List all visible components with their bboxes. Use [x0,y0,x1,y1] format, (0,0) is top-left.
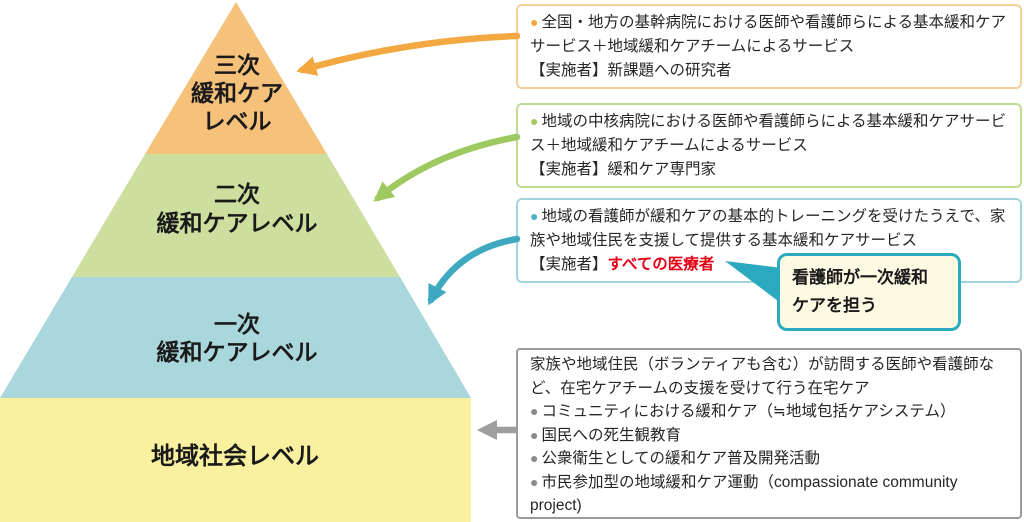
teal-bullet-icon: ● [530,208,539,224]
primary-note-text: 地域の看護師が緩和ケアの基本的トレーニングを受けたうえで、家族や地域住民を支援し… [530,208,1006,249]
secondary-note-box: ●地域の中核病院における医師や看護師らによる基本緩和ケアサービス＋地域緩和ケアチ… [516,103,1022,188]
pyramid-level-tertiary-shape [145,2,327,154]
tertiary-note-text: 全国・地方の基幹病院における医師や看護師らによる基本緩和ケアサービス＋地域緩和ケ… [530,14,1007,55]
nurse-role-callout: 看護師が一次緩和 ケアを担う [777,253,961,331]
pyramid-level-primary-shape [0,277,471,398]
implementer-label: 【実施者】 [530,62,608,79]
pyramid-level-tertiary-label: 三次 緩和ケア レベル [191,52,283,134]
community-note-lead: 家族や地域住民（ボランティアも含む）が訪問する医師や看護師など、在宅ケアチームの… [530,356,995,397]
green-bullet-icon: ● [530,113,539,129]
pyramid-level-community-label: 地域社会レベル [151,443,319,470]
tertiary-implementer: 新課題への研究者 [607,62,732,79]
tertiary-note-box: ●全国・地方の基幹病院における医師や看護師らによる基本緩和ケアサービス＋地域緩和… [516,4,1022,89]
secondary-note-text: 地域の中核病院における医師や看護師らによる基本緩和ケアサービス＋地域緩和ケアチー… [530,113,1007,154]
pyramid-level-secondary-label: 二次 緩和ケアレベル [156,181,318,236]
pyramid-level-primary-label: 一次 緩和ケアレベル [156,311,318,365]
orange-bullet-icon: ● [530,14,539,30]
gray-bullet-icon: ● [530,450,539,466]
community-note-item: ●国民への死生観教育 [530,426,681,444]
implementer-label: 【実施者】 [530,256,608,273]
gray-bullet-icon: ● [530,426,539,443]
pyramid-level-secondary-shape [72,154,400,277]
implementer-label: 【実施者】 [530,161,608,178]
community-note-box: 家族や地域住民（ボランティアも含む）が訪問する医師や看護師など、在宅ケアチームの… [516,348,1022,519]
community-note-item: ●公衆衛生としての緩和ケア普及開発活動 [530,450,821,467]
gray-bullet-icon: ● [530,473,539,490]
pyramid-level-community-shape [0,398,471,522]
community-note-item: ●コミュニティにおける緩和ケア（≒地域包括ケアシステム） [530,403,956,420]
gray-bullet-icon: ● [530,403,539,419]
secondary-implementer: 緩和ケア専門家 [607,161,717,178]
primary-implementer-highlight: すべての医療者 [607,256,715,273]
community-note-item: ●市民参加型の地域緩和ケア運動（compassionate community … [530,473,958,515]
